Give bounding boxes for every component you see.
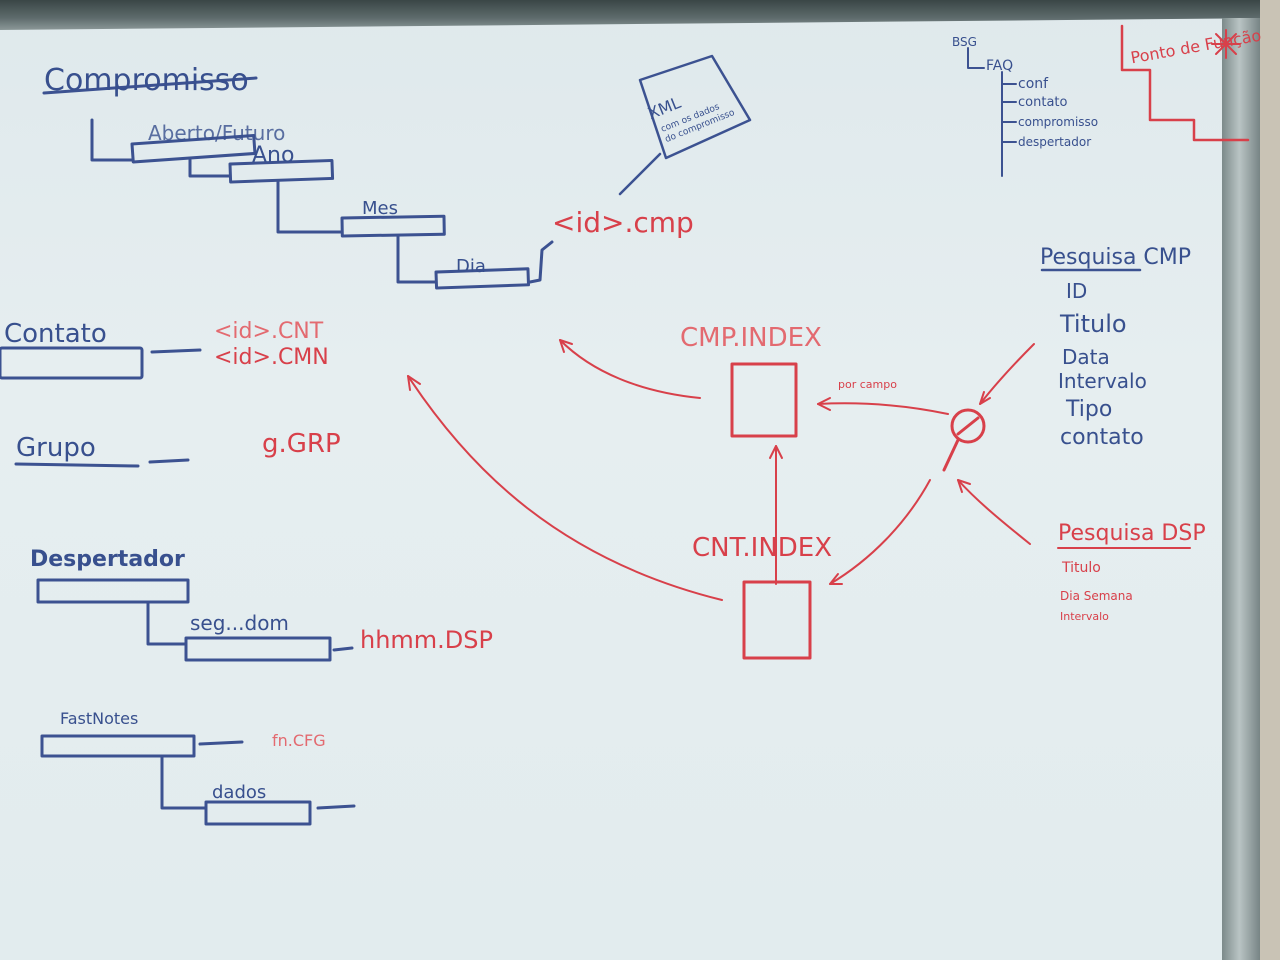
contato-box xyxy=(0,346,202,380)
pesquisa-dsp-field-1: Titulo xyxy=(1061,560,1101,576)
pesquisa-cmp-heading: Pesquisa CMP xyxy=(1040,245,1191,270)
pesquisa-cmp-field-5: Tipo xyxy=(1065,397,1112,422)
index-arrows xyxy=(407,339,1035,601)
ponto-funcao-heading: Ponto de Função xyxy=(1129,26,1263,68)
compromisso-tree xyxy=(42,76,554,290)
cfg-file-label: fn.CFG xyxy=(272,731,326,750)
bsg-item-3: compromisso xyxy=(1018,115,1098,129)
grp-file-label: g.GRP xyxy=(262,429,341,459)
bsg-item-2: contato xyxy=(1018,95,1068,110)
despertador-tree xyxy=(36,578,354,662)
asterisk-icon xyxy=(1211,29,1241,59)
cnt-index-label: CNT.INDEX xyxy=(692,533,832,563)
cmp-file-label: <id>.cmp xyxy=(552,206,694,239)
pesquisa-dsp-field-3: Intervalo xyxy=(1060,610,1109,623)
bsg-tree xyxy=(967,47,1017,177)
pesquisa-cmp-field-3: Data xyxy=(1062,345,1110,369)
dados-label: dados xyxy=(212,782,266,803)
dsp-file-label: hhmm.DSP xyxy=(360,626,493,654)
wall xyxy=(1260,0,1280,960)
grupo-heading: Grupo xyxy=(16,433,96,463)
pesquisa-cmp-field-1: ID xyxy=(1066,279,1087,303)
dia-label: Dia xyxy=(456,256,486,277)
bsg-item-4: despertador xyxy=(1018,135,1091,149)
bsg-root-label: BSG xyxy=(952,35,977,49)
contato-heading: Contato xyxy=(4,319,107,349)
por-campo-label: por campo xyxy=(838,378,897,391)
pesquisa-cmp-field-6: contato xyxy=(1060,425,1144,450)
cmn-file-label: <id>.CMN xyxy=(214,345,329,370)
fastnotes-heading: FastNotes xyxy=(60,709,138,728)
seg-dom-label: seg...dom xyxy=(190,611,289,635)
xml-note xyxy=(618,54,752,196)
pesquisa-cmp-field-2: Titulo xyxy=(1059,310,1127,338)
cmp-index-box xyxy=(730,362,798,438)
fastnotes-tree xyxy=(40,734,356,826)
grupo-underline xyxy=(14,458,190,468)
cmp-index-label: CMP.INDEX xyxy=(680,323,822,353)
ano-label: Ano xyxy=(252,143,294,168)
cnt-file-label: <id>.CNT xyxy=(214,319,324,344)
pesquisa-dsp-heading: Pesquisa DSP xyxy=(1058,521,1206,546)
pesquisa-dsp-field-2: Dia Semana xyxy=(1060,589,1133,603)
compromisso-heading: Compromisso xyxy=(44,63,249,98)
magnifier-icon xyxy=(942,408,986,472)
cnt-index-box xyxy=(742,580,812,660)
aberto-futuro-label: Aberto/Futuro xyxy=(148,121,285,145)
ponto-funcao-frame xyxy=(1120,24,1250,142)
bsg-item-1: conf xyxy=(1018,76,1049,92)
pesquisa-cmp-field-4: Intervalo xyxy=(1058,369,1147,393)
despertador-heading: Despertador xyxy=(30,547,185,572)
bsg-child-label: FAQ xyxy=(986,58,1013,74)
mes-label: Mes xyxy=(362,198,398,219)
